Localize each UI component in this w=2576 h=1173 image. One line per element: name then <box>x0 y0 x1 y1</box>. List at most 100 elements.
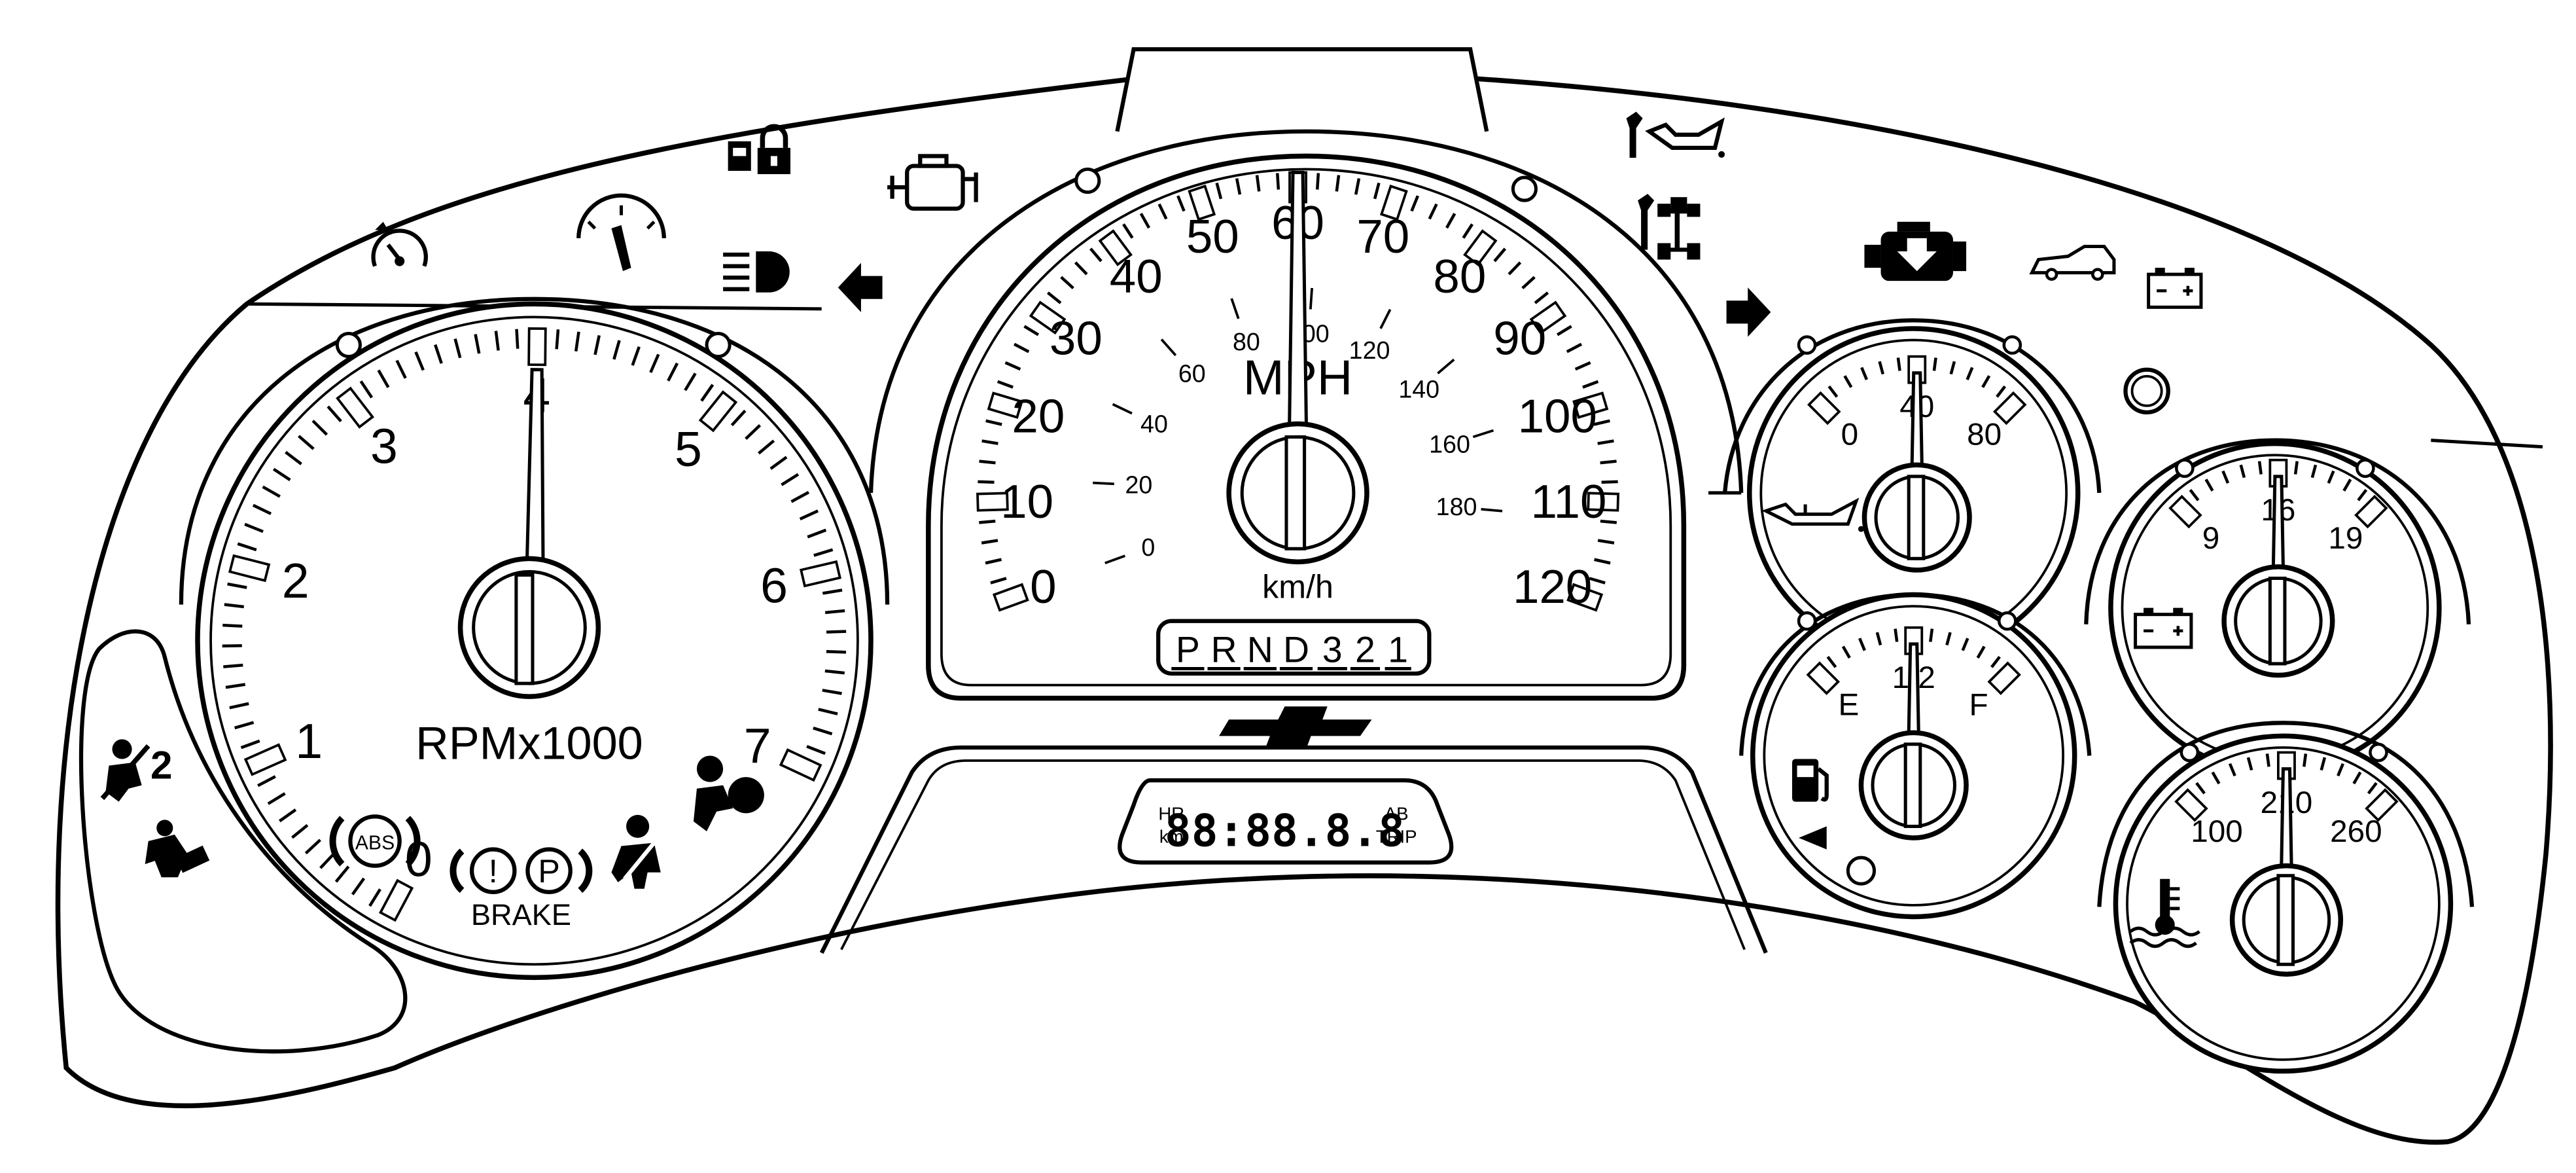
tick-mark <box>1122 223 1134 239</box>
tick-mark <box>326 405 342 423</box>
tick-mark <box>2239 464 2246 478</box>
speedo-mph-label-1: 10 <box>1000 475 1053 528</box>
speedo-kmh-tick <box>1104 554 1126 565</box>
speedo-kmh-label-6: 120 <box>1349 336 1390 364</box>
tick-mark <box>225 683 246 689</box>
tach-screw-left <box>335 331 362 359</box>
charging-system-icon <box>2147 268 2203 309</box>
gear-p: P <box>1176 629 1200 670</box>
speedo-kmh-label-0: 0 <box>1141 533 1155 561</box>
tick-mark <box>1445 213 1456 229</box>
tick-mark <box>351 877 366 895</box>
tick-mark <box>1255 175 1261 192</box>
tick-mark <box>2327 470 2335 484</box>
tick-mark <box>1157 203 1168 220</box>
tick-mark <box>262 485 281 498</box>
speedo-kmh-tick <box>1437 358 1455 374</box>
odometer-ab-label: AB <box>1385 803 1409 823</box>
tick-mark <box>769 456 788 470</box>
tick-mark <box>257 775 276 787</box>
gear-3: 3 <box>1322 629 1343 670</box>
tick-mark <box>1990 655 2001 668</box>
tick-mark <box>1521 276 1536 289</box>
seatbelt-reminder-icon <box>145 820 210 878</box>
tick-mark <box>2303 753 2308 767</box>
tick-mark <box>291 823 309 839</box>
speedo-mph-label-10: 100 <box>1518 389 1597 442</box>
speedo-mph-label-7: 70 <box>1356 210 1409 263</box>
tick-mark <box>2352 771 2362 785</box>
tick-mark <box>1966 367 1974 380</box>
tick-mark <box>1929 628 1934 642</box>
tach-tick-label-6: 6 <box>760 558 788 613</box>
tick-mark <box>1949 361 1956 375</box>
tick-mark <box>1932 357 1937 371</box>
speedo-kmh-tick <box>1309 287 1314 310</box>
tick-mark <box>1858 638 1866 651</box>
tick-mark <box>1843 375 1853 388</box>
tach-tick-label-3: 3 <box>370 419 398 474</box>
tick-mark <box>1589 577 1606 585</box>
tick-mark <box>981 539 998 545</box>
abs-warning-icon: ABS <box>329 814 421 868</box>
tick-mark <box>453 338 462 359</box>
tick-mark <box>234 721 255 730</box>
tick-mark-major <box>1806 661 1841 695</box>
tick-mark <box>272 467 291 482</box>
tick-mark <box>2189 489 2200 501</box>
tick-mark <box>2367 782 2378 795</box>
tick-mark <box>1276 173 1280 190</box>
service-4wd-icon <box>1638 194 1701 260</box>
brake-warning-icon: ! P BRAKE <box>450 847 593 931</box>
turn-signal-left-icon <box>838 262 883 312</box>
tick-mark <box>224 603 245 609</box>
speedo-kmh-tick <box>1160 338 1177 357</box>
odometer-housing <box>819 745 1768 954</box>
tick-mark <box>1860 367 1869 380</box>
tick-mark <box>1354 178 1361 195</box>
tick-mark <box>1410 195 1419 212</box>
fuel-pump-icon <box>1792 759 1829 802</box>
tick-mark-major <box>799 560 841 588</box>
tick-mark <box>981 439 998 445</box>
tick-mark <box>222 623 243 628</box>
gear-2: 2 <box>1355 629 1375 670</box>
voltmeter-gauge: 91619 <box>2084 438 2471 775</box>
tick-mark <box>1089 247 1103 262</box>
tick-mark <box>2265 753 2270 767</box>
tick-mark <box>2293 461 2299 475</box>
tick-mark <box>515 329 520 349</box>
tick-mark-major <box>992 583 1029 612</box>
volt-tick-label-0: 9 <box>2202 521 2220 556</box>
speedo-screw-right <box>1511 175 1538 202</box>
tick-mark <box>1594 558 1611 565</box>
fuel-gauge: E1/2F <box>1739 592 2092 920</box>
tick-mark-major <box>228 554 271 583</box>
gear-indicator-frame <box>1156 619 1432 676</box>
tick-mark <box>1176 195 1186 212</box>
tick-mark-major <box>1572 391 1609 419</box>
tick-mark <box>730 409 747 427</box>
tick-mark <box>574 331 580 352</box>
tick-mark-major <box>1566 583 1604 612</box>
tick-mark <box>1373 182 1381 200</box>
speedo-kmh-tick <box>1379 308 1392 329</box>
speedo-mph-label-11: 110 <box>1530 475 1606 528</box>
tick-mark-major <box>2365 788 2399 822</box>
tick-mark <box>1597 439 1614 445</box>
tick-mark <box>222 644 242 648</box>
speedo-kmh-label-8: 160 <box>1429 431 1470 458</box>
coolant-temp-gauge: 100210260 <box>2097 721 2475 1074</box>
tick-mark-major <box>987 391 1023 419</box>
tick-mark <box>824 669 845 675</box>
tick-mark-major <box>1188 185 1216 221</box>
tick-mark <box>997 380 1014 389</box>
tick-mark <box>631 346 641 366</box>
odometer-window <box>1118 778 1454 865</box>
speedo-mph-label-5: 50 <box>1186 210 1239 263</box>
temp-tick-label-2: 260 <box>2330 814 2382 849</box>
tick-mark <box>368 888 381 907</box>
tach-tick-label-5: 5 <box>675 422 702 477</box>
tick-mark <box>2228 763 2236 777</box>
